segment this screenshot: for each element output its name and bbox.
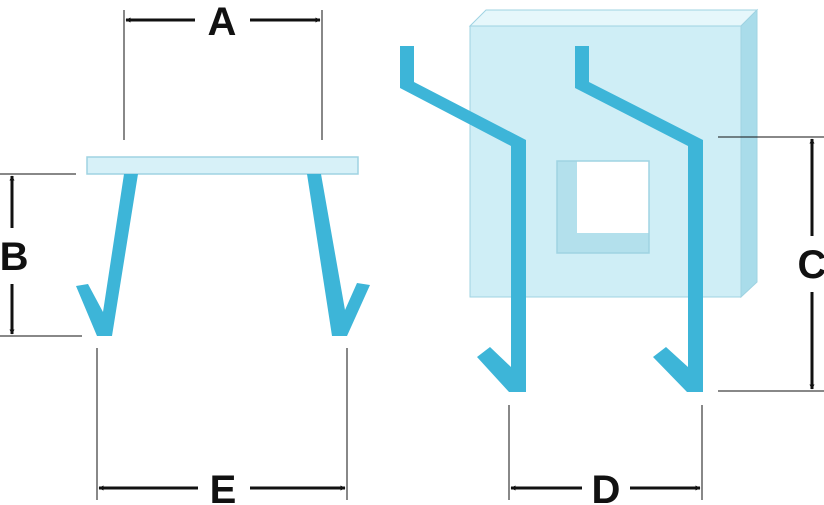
- clip-left-3d: [400, 46, 526, 392]
- perspective-view-figure: C D: [400, 8, 824, 505]
- plate-side-view: [86, 156, 359, 175]
- plate-hole-outline: [556, 160, 650, 254]
- clip-leg-left: [76, 174, 138, 336]
- clip-right-3d: [575, 46, 703, 392]
- plate-hole: [577, 161, 649, 233]
- dimension-label-e: E: [210, 468, 237, 505]
- plate-top-face: [468, 9, 759, 27]
- dimension-label-c: C: [798, 243, 824, 287]
- clip-leg-right: [307, 174, 370, 336]
- dimension-label-a: A: [208, 0, 237, 44]
- side-view-figure: A B E: [0, 0, 370, 505]
- plate-side-face: [740, 8, 758, 299]
- dimension-label-d: D: [592, 468, 621, 505]
- dimension-label-b: B: [0, 235, 28, 279]
